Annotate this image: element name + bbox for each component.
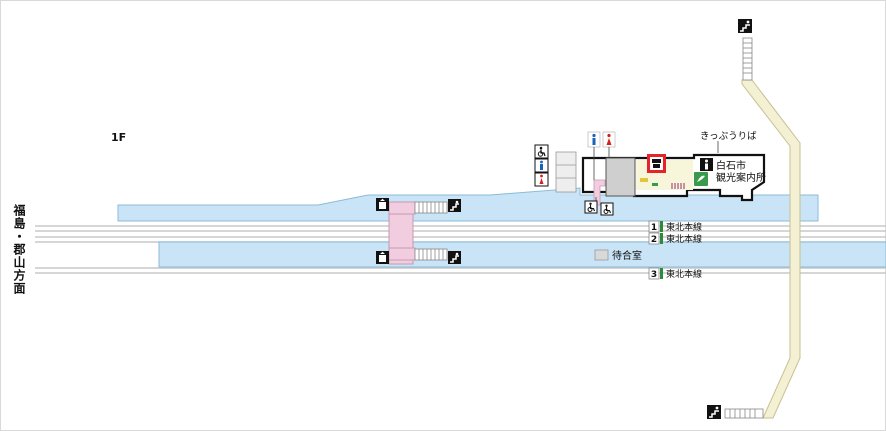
track-number-3: 3 — [651, 270, 657, 280]
stairs-icon — [707, 405, 721, 419]
small-marker — [652, 183, 658, 186]
stairs-icon — [738, 19, 752, 33]
stairs-road-bottom — [724, 408, 764, 419]
elevator-icon — [376, 251, 389, 264]
direction-label: 福島・郡山方面 — [12, 203, 26, 295]
tourist-info-label-2: 観光案内所 — [716, 171, 766, 184]
toilet-rooms — [555, 151, 577, 193]
toilet-female-icon — [602, 131, 616, 148]
toilet-female-icon — [534, 172, 549, 187]
concourse-block — [605, 157, 636, 197]
track-marker-1: 1 東北本線 — [648, 220, 702, 233]
tourist-info-label-1: 白石市 — [716, 159, 746, 172]
tourist-info-icon — [700, 158, 713, 171]
small-marker — [640, 178, 648, 182]
waiting-room — [594, 249, 609, 261]
floor-label: 1F — [111, 131, 126, 144]
footbridge-head-top — [388, 201, 416, 215]
track-marker-2: 2 東北本線 — [648, 232, 702, 245]
toilet-male-icon — [587, 131, 601, 148]
track-number-2: 2 — [651, 235, 657, 245]
rail-lines — [35, 225, 886, 274]
track-line-3: 東北本線 — [666, 268, 702, 280]
ticket-machine-icon[interactable] — [647, 154, 666, 173]
ticket-office-label: きっぷうりば — [700, 131, 757, 142]
elevator-icon — [376, 198, 389, 211]
track-marker-3: 3 東北本線 — [648, 267, 702, 280]
ticket-gates — [671, 183, 685, 189]
track-line-1: 東北本線 — [666, 221, 702, 233]
platform-2-3 — [158, 241, 886, 268]
track-line-2: 東北本線 — [666, 233, 702, 245]
stairs-road-top — [742, 37, 753, 81]
stairs-icon — [448, 251, 461, 264]
waiting-room-label: 待合室 — [612, 249, 642, 262]
green-window-icon — [694, 172, 708, 186]
wheelchair-icon — [600, 202, 614, 216]
stairs-upper — [414, 201, 448, 214]
overpass-road — [741, 79, 801, 419]
stairs-icon — [448, 199, 461, 212]
footbridge-head-bottom — [388, 247, 416, 261]
toilet-male-icon — [534, 158, 549, 173]
wheelchair-icon — [534, 144, 549, 159]
wheelchair-icon — [584, 200, 598, 214]
track-number-1: 1 — [651, 223, 657, 233]
stairs-lower — [414, 248, 448, 261]
